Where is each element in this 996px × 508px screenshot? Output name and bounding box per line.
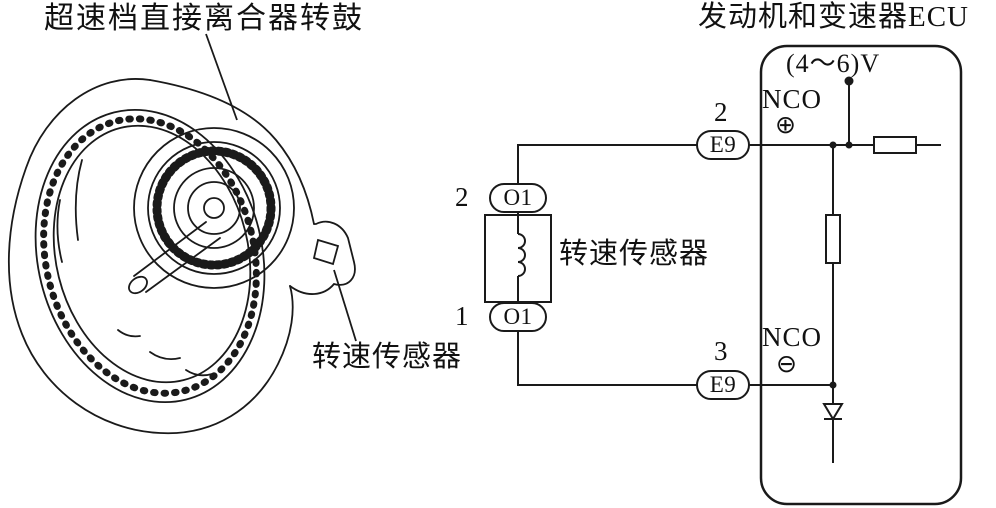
ecu-title: 发动机和变速器ECU: [698, 1, 970, 33]
voltage-label: (4～6)V: [786, 49, 881, 78]
sensor-boss: [289, 220, 356, 295]
sensor-boss-detail: [312, 238, 340, 266]
junction-dot-icon: [829, 381, 837, 389]
connector-e9-bottom: [696, 370, 750, 400]
wire-bottom: [517, 331, 697, 386]
shaft-lines: [133, 221, 221, 293]
drum-gear-teeth: [152, 146, 276, 270]
connector-e9-top: [696, 130, 750, 160]
o1-top-label: O1: [503, 185, 533, 210]
connector-o1-bottom: [489, 302, 547, 332]
drum-ring-3: [173, 167, 255, 249]
drum-label: 超速档直接离合器转鼓: [44, 2, 364, 35]
junction-dot-icon: [845, 141, 853, 149]
wire-top: [517, 144, 697, 184]
o1-bottom-pin-number: 1: [455, 301, 469, 331]
e9-top-pin-number: 2: [714, 97, 728, 127]
drum-ring-outer: [133, 127, 295, 289]
connector-o1-top: [489, 183, 547, 213]
drum-hub-center: [203, 197, 225, 219]
diode-icon: [822, 403, 844, 421]
clutch-drum-illustration: [7, 78, 356, 435]
e9-bottom-pin-number: 3: [714, 336, 728, 366]
sensor-leader-line: [333, 269, 357, 342]
bottom-ripples: [117, 329, 213, 377]
drum-hub-ring: [187, 181, 241, 235]
junction-dot-icon: [829, 141, 837, 149]
power-dot-icon: [844, 76, 854, 86]
resistor-icon-horizontal: [873, 136, 917, 154]
drum-leader-line: [205, 33, 238, 121]
housing-outline-top: [149, 79, 315, 225]
circuit-wires: [517, 85, 941, 463]
drawing-sensor-label: 转速传感器: [312, 341, 463, 373]
e9-bottom-label: E9: [709, 372, 737, 397]
housing-outline: [7, 78, 294, 435]
sensor-box-label: 转速传感器: [559, 238, 710, 270]
inductor-coil-icon: [517, 233, 526, 277]
rim-hatch-ring: [40, 115, 260, 397]
plus-terminal-icon: ⊕: [775, 110, 796, 139]
drum-ring-2: [147, 141, 281, 275]
minus-terminal-icon: ⊖: [776, 349, 797, 378]
e9-top-label: E9: [709, 132, 737, 157]
ecu-box: [759, 44, 963, 506]
o1-top-pin-number: 2: [455, 182, 469, 212]
rim-detail-lines: [56, 159, 83, 263]
front-face-inner-ellipse: [52, 124, 252, 384]
nco-minus-label: NCO: [762, 322, 823, 352]
nco-plus-label: NCO: [762, 84, 823, 114]
resistor-icon-vertical: [825, 214, 841, 264]
shaft-end: [128, 275, 148, 295]
o1-bottom-label: O1: [503, 304, 533, 329]
front-face-ellipse: [34, 108, 266, 404]
